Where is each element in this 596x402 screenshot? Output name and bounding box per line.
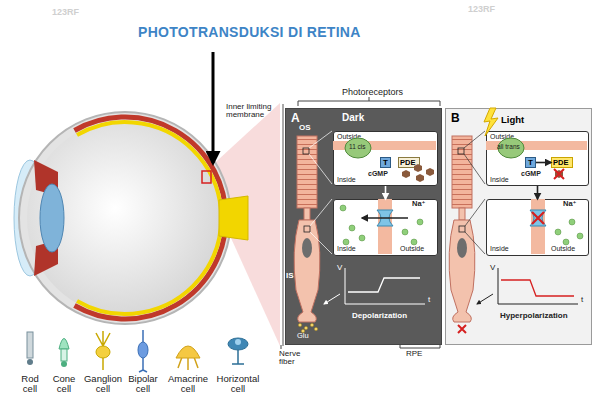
lens <box>40 184 64 252</box>
cell-label: Ganglion cell <box>84 374 122 394</box>
retina <box>77 122 221 314</box>
pde-box: PDE <box>551 157 573 168</box>
node-text: Light <box>501 115 524 125</box>
node-text: Inside <box>337 176 356 183</box>
node-text: B <box>451 112 460 125</box>
vitreous <box>27 120 223 316</box>
arrow-connector <box>536 162 551 164</box>
part-label: Nerve fiber <box>279 350 300 367</box>
pointer-arrow <box>212 52 215 163</box>
bracket <box>298 97 440 106</box>
choroid <box>75 117 226 319</box>
sclera <box>19 112 231 324</box>
node-text: T <box>383 159 388 167</box>
zoom-box <box>202 171 211 183</box>
part-label: RPE <box>406 350 422 358</box>
bracket <box>281 345 440 349</box>
arrow-connector <box>385 186 387 199</box>
pde-box: PDE <box>398 157 420 168</box>
node-text: Outside <box>400 245 424 252</box>
rod-cell <box>294 136 320 322</box>
inset-box: OutsideInside T PDE <box>333 131 438 186</box>
node-text: Inside <box>337 245 356 252</box>
part-label: Inner limiting membrane <box>226 103 278 120</box>
cell-label: Amacrine cell <box>168 374 208 394</box>
node-text: PDE <box>400 159 415 167</box>
node-text: Outside <box>490 133 514 140</box>
cell-label: Cone cell <box>53 374 76 394</box>
node-text: Dark <box>342 113 364 124</box>
node-text: Inside <box>490 245 509 252</box>
node-text: Inside <box>490 176 509 183</box>
node-text: PDE <box>553 159 568 167</box>
inset-detail <box>333 138 436 182</box>
panel: BLightOutsideInsideTPDEInsideOutside <box>445 108 592 345</box>
node-text: T <box>528 159 533 167</box>
node-text: A <box>291 112 300 125</box>
watermark: 123RF <box>468 5 495 14</box>
transducin-box: T <box>380 157 391 168</box>
optic-nerve <box>219 196 248 240</box>
panel: ADarkOutsideInsideTPDEInsideOutside <box>285 108 442 345</box>
cell-label: Bipolar cell <box>128 374 158 394</box>
inset-box: Inside Outside <box>486 199 589 256</box>
node-text: Outside <box>337 133 361 140</box>
potential-graph <box>458 268 578 333</box>
cell-label: Rod cell <box>21 374 38 394</box>
arrow-connector <box>537 186 539 199</box>
node-text: Outside <box>551 245 575 252</box>
potential-graph <box>324 268 425 304</box>
inset-box: Inside Outside <box>333 199 438 256</box>
membrane-line <box>283 104 284 346</box>
cell-icons <box>27 330 248 372</box>
watermark: 123RF <box>52 8 79 17</box>
part-label: Photoreceptors <box>342 88 403 97</box>
title: PHOTOTRANSDUKSI DI RETINA <box>138 24 361 40</box>
cell-label: Horizontal cell <box>217 374 260 394</box>
transducin-box: T <box>525 157 536 168</box>
inset-box: OutsideInside T PDE <box>486 131 589 186</box>
